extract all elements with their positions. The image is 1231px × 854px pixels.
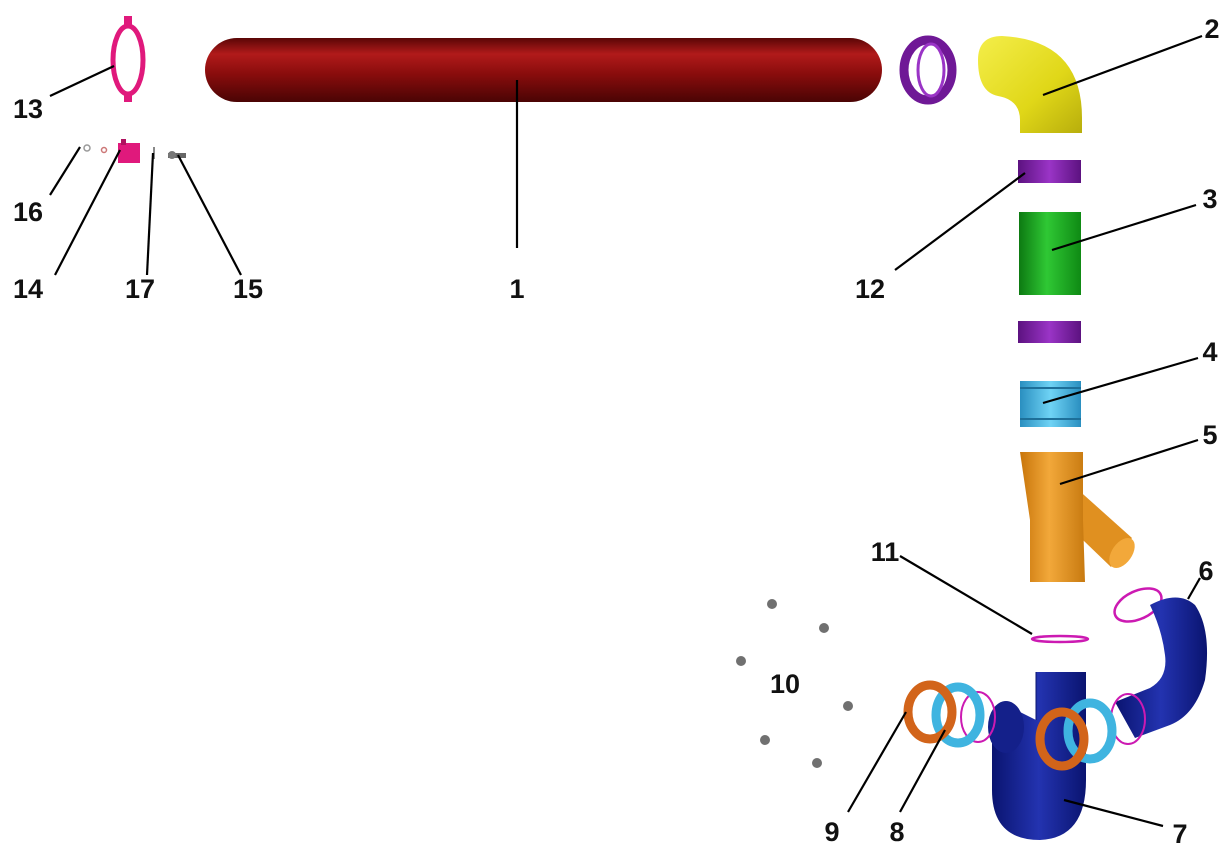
part-7-trap	[988, 672, 1086, 840]
part-15-bolt	[168, 151, 186, 159]
part-6-bent-pipe	[1115, 597, 1208, 738]
part-12-band	[1018, 160, 1081, 183]
label-10: 10	[770, 669, 800, 699]
part-clamp-ring	[899, 35, 957, 105]
part-1-pipe	[205, 38, 882, 102]
leader-lines	[49, 34, 1203, 828]
part-8-nut-ring	[931, 682, 1117, 764]
label-3: 3	[1202, 184, 1217, 214]
label-6: 6	[1198, 556, 1213, 586]
part-14-bracket	[118, 139, 140, 163]
part-5-tee	[1020, 452, 1135, 582]
label-1: 1	[509, 274, 524, 304]
label-9: 9	[824, 817, 839, 847]
label-5: 5	[1202, 420, 1217, 450]
label-16: 16	[13, 197, 43, 227]
label-14: 14	[13, 274, 43, 304]
label-13: 13	[13, 94, 43, 124]
label-7: 7	[1172, 819, 1187, 849]
part-3-coupling	[1019, 212, 1081, 295]
label-17: 17	[125, 274, 155, 304]
part-2-elbow	[978, 36, 1082, 133]
label-15: 15	[233, 274, 263, 304]
part-labels: 1 2 3 4 5 6 7 8 9 10 11 12 13 14 15 16 1…	[13, 14, 1220, 849]
part-16-washer	[83, 144, 108, 154]
label-2: 2	[1204, 14, 1219, 44]
part-branch-gasket	[1113, 587, 1163, 623]
label-8: 8	[889, 817, 904, 847]
part-13-hanger-ring	[110, 16, 146, 102]
label-4: 4	[1202, 337, 1217, 367]
part-10-bolts	[736, 599, 853, 768]
part-11-gasket	[1030, 634, 1090, 644]
part-4-nut	[1020, 381, 1081, 427]
label-11: 11	[871, 537, 900, 567]
part-band-lower	[1018, 321, 1081, 343]
label-12: 12	[855, 274, 885, 304]
part-9-flange	[903, 680, 1089, 771]
